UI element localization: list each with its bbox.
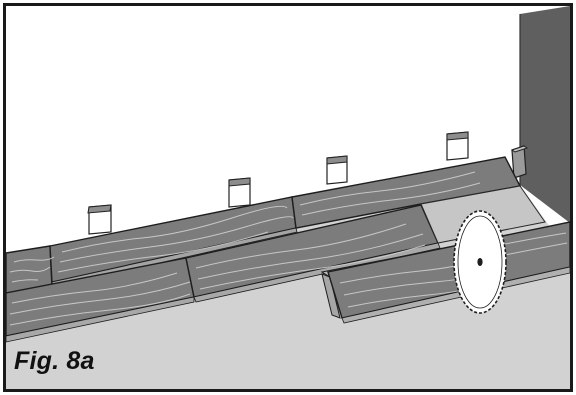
spacer-block-icon (512, 146, 527, 178)
spacer-block-icon (88, 205, 111, 234)
figure-caption: Fig. 8a (14, 347, 95, 376)
spacer-block-icon (327, 156, 347, 184)
side-wall (520, 6, 570, 223)
spacer-block-icon (229, 178, 250, 207)
circular-saw-blade-icon (454, 211, 506, 313)
spacer-block-icon (447, 132, 468, 160)
